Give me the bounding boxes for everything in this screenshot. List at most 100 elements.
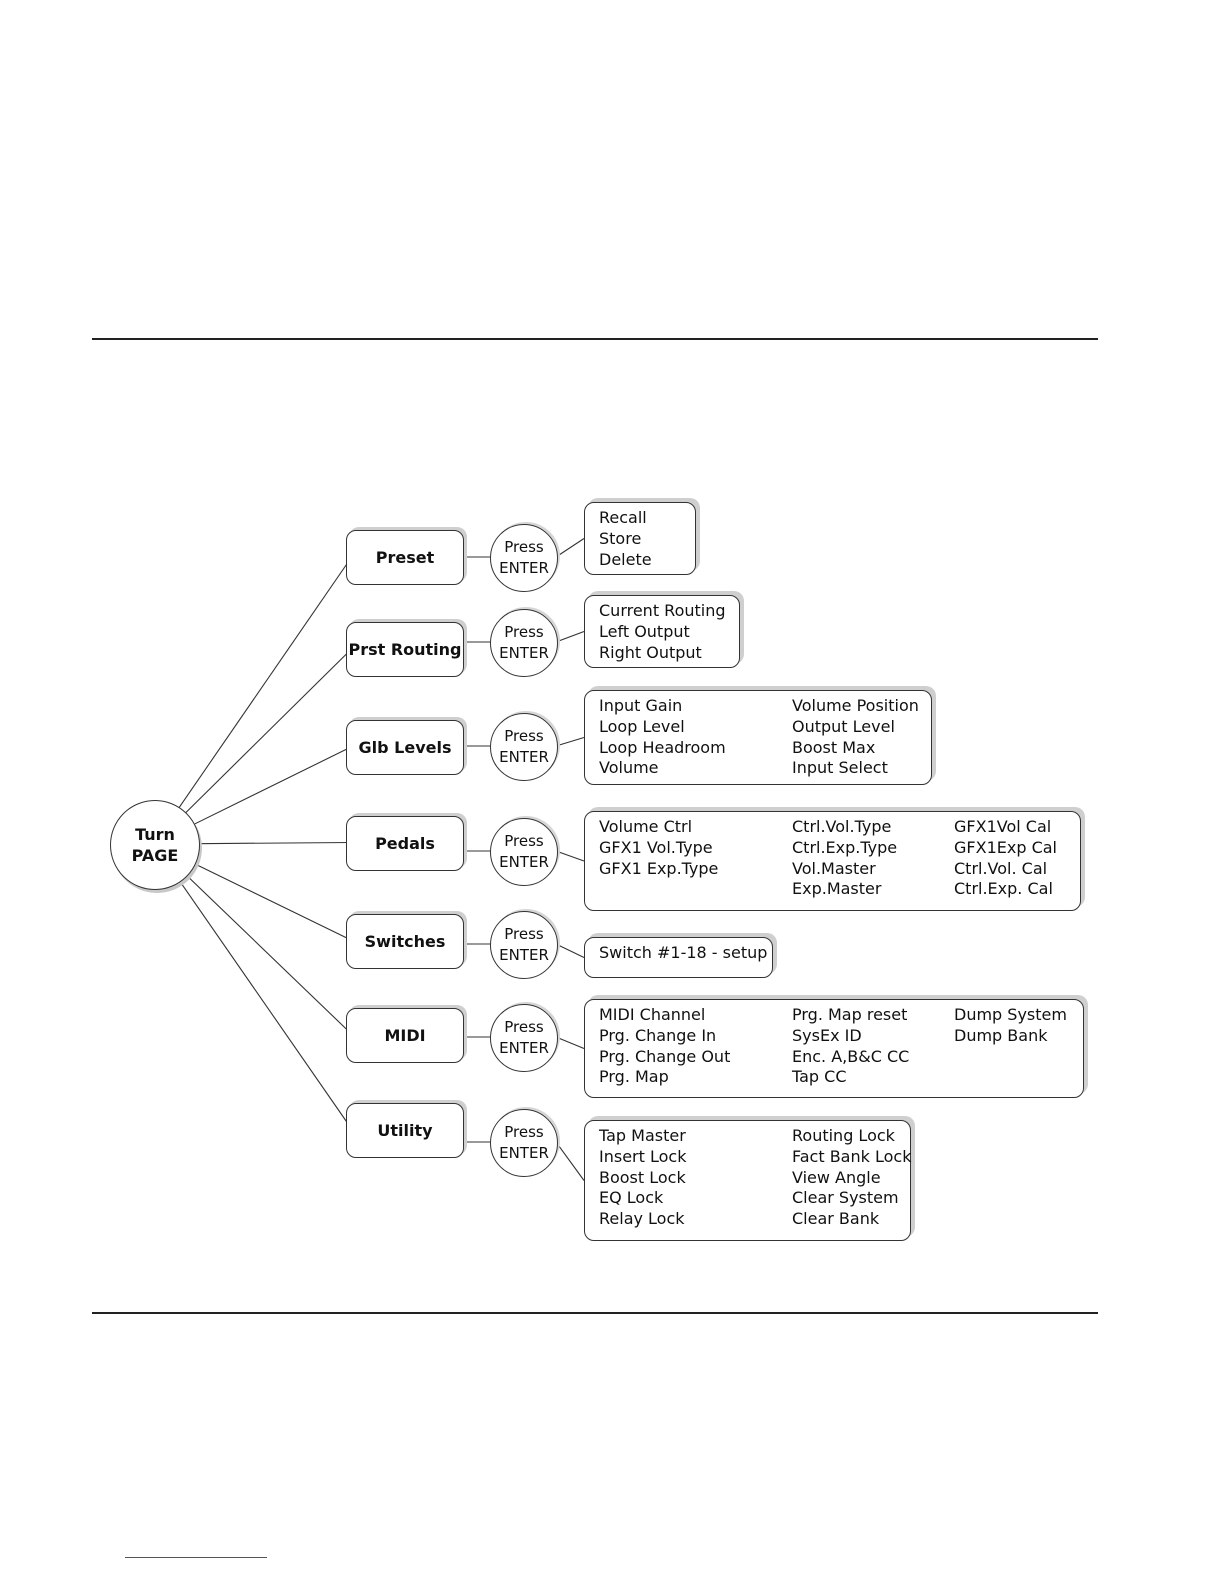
hub-connector-midi: [185, 874, 353, 1035]
press-enter-text: Press: [504, 538, 544, 556]
option-item: Volume Ctrl: [599, 817, 693, 836]
option-item: Dump Bank: [954, 1025, 1048, 1045]
menu-label: Pedals: [375, 834, 435, 853]
press-enter-text: Press: [504, 925, 544, 943]
option-item: Current Routing: [599, 601, 726, 620]
option-item: Tap Master: [599, 1126, 686, 1145]
press-to-options-midi: [555, 1036, 585, 1050]
press-enter-text: Press: [504, 623, 544, 641]
menu-switches: Switches: [346, 914, 464, 969]
option-item: Store: [599, 528, 642, 548]
menu-pedals: Pedals: [346, 816, 464, 871]
press-to-options-glb-levels: [555, 736, 585, 747]
option-item: Loop Headroom: [599, 737, 726, 757]
option-item: GFX1 Vol.Type: [599, 837, 713, 857]
option-item: SysEx ID: [792, 1025, 862, 1045]
option-item: Volume Position: [792, 696, 919, 715]
menu-label: Utility: [377, 1121, 433, 1140]
hub-connector-utility: [178, 879, 353, 1130]
option-item: Prg. Change In: [599, 1025, 717, 1045]
menu-glb-levels: Glb Levels: [346, 720, 464, 775]
press-to-options-prst-routing: [555, 630, 585, 643]
option-item: Volume: [599, 758, 659, 778]
option-item: Ctrl.Exp.Type: [792, 837, 898, 857]
hub-connector-preset: [178, 556, 353, 809]
option-item: Prg. Change Out: [599, 1046, 731, 1066]
option-item: Dump System: [954, 1005, 1067, 1024]
press-enter-text: Press: [504, 1123, 544, 1141]
option-item: Loop Level: [599, 716, 685, 736]
option-item: Vol.Master: [792, 858, 876, 878]
press-to-options-preset: [555, 538, 585, 558]
menu-label: MIDI: [384, 1026, 426, 1045]
option-item: Left Output: [599, 621, 690, 641]
footer-link-underline[interactable]: [125, 1557, 267, 1558]
hub-label-line2: PAGE: [131, 846, 179, 865]
press-enter-text: ENTER: [499, 644, 549, 662]
options-column: Switch #1-18 - setup: [599, 943, 767, 964]
option-item: Exp.Master: [792, 879, 882, 899]
option-item: GFX1 Exp.Type: [599, 858, 719, 878]
press-enter-text: ENTER: [499, 559, 549, 577]
top-rule: [92, 338, 1098, 340]
hub-label-line1: Turn: [135, 825, 175, 844]
menu-label: Preset: [375, 548, 435, 567]
option-item: GFX1Vol Cal: [954, 817, 1052, 836]
option-item: Enc. A,B&C CC: [792, 1046, 910, 1066]
hub-connector-glb-levels: [193, 746, 353, 826]
hub-connector-pedals: [197, 841, 353, 845]
option-item: Switch #1-18 - setup: [599, 943, 768, 962]
press-to-options-utility: [555, 1141, 585, 1181]
option-item: MIDI Channel: [599, 1005, 706, 1024]
option-item: Input Gain: [599, 696, 683, 715]
press-enter-text: Press: [504, 1018, 544, 1036]
press-enter-text: ENTER: [499, 748, 549, 766]
options-switches: Switch #1-18 - setup: [584, 937, 773, 978]
press-enter-text: ENTER: [499, 946, 549, 964]
press-enter-text: ENTER: [499, 1039, 549, 1057]
option-item: Input Select: [792, 758, 888, 778]
option-item: View Angle: [792, 1167, 881, 1187]
hub-connector-switches: [193, 862, 353, 941]
press-enter-text: ENTER: [499, 1144, 549, 1162]
option-item: Ctrl.Exp. Cal: [954, 879, 1053, 899]
option-item: Clear Bank: [792, 1209, 880, 1229]
option-item: Clear System: [792, 1188, 899, 1208]
option-item: Output Level: [792, 716, 895, 736]
hub-connector-prst-routing: [184, 648, 353, 814]
option-item: Ctrl.Vol. Cal: [954, 858, 1048, 878]
option-item: Boost Lock: [599, 1167, 686, 1187]
option-item: EQ Lock: [599, 1188, 664, 1208]
option-item: Right Output: [599, 642, 702, 662]
option-item: Ctrl.Vol.Type: [792, 817, 892, 836]
bottom-rule: [92, 1312, 1098, 1314]
menu-midi: MIDI: [346, 1008, 464, 1063]
option-item: GFX1Exp Cal: [954, 837, 1057, 857]
option-item: Boost Max: [792, 737, 876, 757]
option-item: Fact Bank Lock: [792, 1146, 912, 1166]
option-item: Insert Lock: [599, 1146, 687, 1166]
